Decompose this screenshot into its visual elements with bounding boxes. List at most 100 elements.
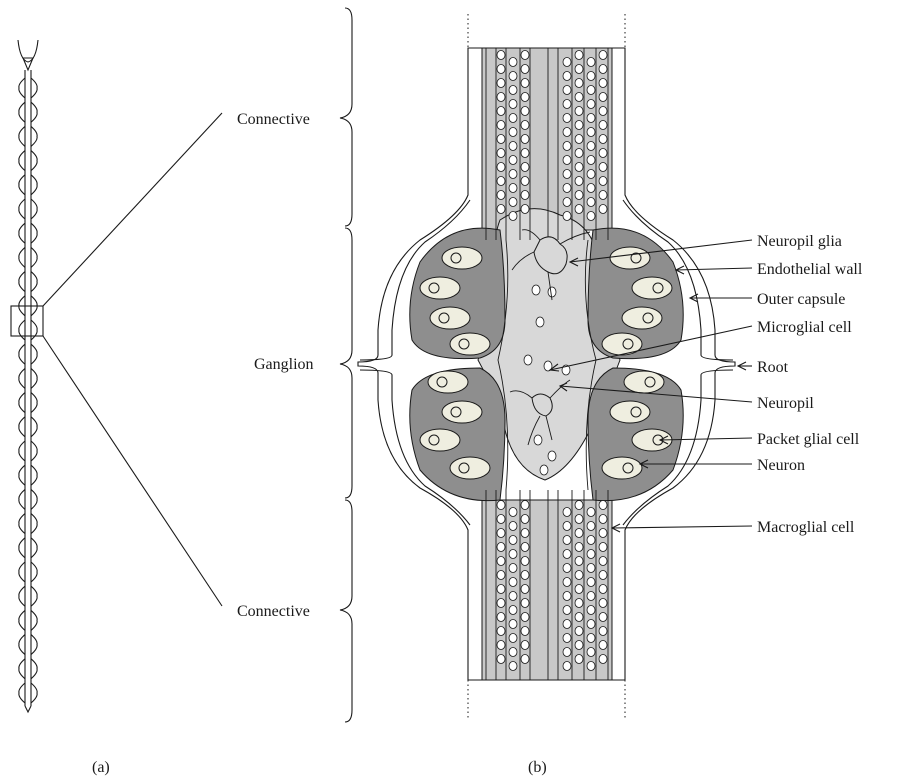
- label-neuron: Neuron: [757, 457, 805, 474]
- glial-nucleus: [509, 592, 517, 601]
- glial-nucleus: [599, 205, 607, 214]
- glial-nucleus: [509, 550, 517, 559]
- neuron-nucleus: [643, 313, 653, 323]
- glial-nucleus: [497, 571, 505, 580]
- neuron-cell-body: [602, 457, 642, 479]
- cord-ganglion-segment: [19, 126, 37, 146]
- cord-ganglion-segment: [19, 635, 37, 655]
- neuropil-nucleus: [534, 435, 542, 445]
- glial-nucleus: [521, 191, 529, 200]
- neuron-nucleus: [645, 377, 655, 387]
- cord-ganglion-segment: [19, 514, 37, 534]
- neuron-cell-body: [428, 371, 468, 393]
- glial-nucleus: [563, 634, 571, 643]
- glial-nucleus: [575, 135, 583, 144]
- glial-nucleus: [563, 550, 571, 559]
- glial-nucleus: [575, 655, 583, 664]
- label-ganglion: Ganglion: [254, 356, 314, 373]
- glial-nucleus: [509, 100, 517, 109]
- neuron-cell-body: [442, 401, 482, 423]
- glial-nucleus: [521, 51, 529, 60]
- neuropil-nucleus: [548, 451, 556, 461]
- glial-nucleus: [587, 212, 595, 221]
- glial-nucleus: [599, 529, 607, 538]
- glial-nucleus: [575, 557, 583, 566]
- glial-nucleus: [509, 212, 517, 221]
- glial-nucleus: [509, 662, 517, 671]
- cord-ganglion-segment: [19, 344, 37, 364]
- label-connective-bottom: Connective: [237, 603, 310, 620]
- glial-nucleus: [521, 557, 529, 566]
- glial-nucleus: [587, 508, 595, 517]
- glial-nucleus: [509, 156, 517, 165]
- glial-nucleus: [587, 578, 595, 587]
- glial-nucleus: [575, 177, 583, 186]
- zoom-line-top: [43, 113, 222, 306]
- glial-nucleus: [599, 655, 607, 664]
- label-packet-glial-cell: Packet glial cell: [757, 431, 860, 448]
- neuron-cell-body: [610, 247, 650, 269]
- neuron-cell-body: [450, 333, 490, 355]
- neuron-nucleus: [429, 283, 439, 293]
- neuropil-nucleus: [536, 317, 544, 327]
- glial-nucleus: [521, 501, 529, 510]
- glial-nucleus: [575, 121, 583, 130]
- glial-nucleus: [587, 72, 595, 81]
- glial-nucleus: [509, 606, 517, 615]
- panel-label-b: (b): [528, 759, 547, 776]
- glial-nucleus: [599, 571, 607, 580]
- cord-ganglion-segment: [19, 489, 37, 509]
- glial-nucleus: [599, 149, 607, 158]
- glial-nucleus: [509, 128, 517, 137]
- glial-nucleus: [563, 58, 571, 67]
- glial-nucleus: [521, 163, 529, 172]
- cord-ganglion-segment: [19, 586, 37, 606]
- glial-nucleus: [563, 156, 571, 165]
- glial-nucleus: [599, 51, 607, 60]
- glial-nucleus: [497, 135, 505, 144]
- cord-ganglion-segment: [19, 175, 37, 195]
- glial-nucleus: [509, 170, 517, 179]
- glial-nucleus: [599, 177, 607, 186]
- glial-nucleus: [575, 585, 583, 594]
- glial-nucleus: [497, 79, 505, 88]
- label-root: Root: [757, 359, 789, 376]
- neuron-nucleus: [429, 435, 439, 445]
- glial-nucleus: [497, 529, 505, 538]
- glial-nucleus: [521, 107, 529, 116]
- neuron-cell-body: [624, 371, 664, 393]
- label-outer-capsule: Outer capsule: [757, 291, 845, 308]
- cord-ganglion-segment: [19, 610, 37, 630]
- glial-nucleus: [575, 163, 583, 172]
- neuron-nucleus: [439, 313, 449, 323]
- glial-nucleus: [509, 114, 517, 123]
- glial-nucleus: [497, 627, 505, 636]
- neuropil-nucleus: [532, 285, 540, 295]
- glial-nucleus: [497, 613, 505, 622]
- glial-nucleus: [497, 585, 505, 594]
- glial-nucleus: [599, 79, 607, 88]
- glial-nucleus: [563, 620, 571, 629]
- glial-nucleus: [497, 543, 505, 552]
- glial-nucleus: [587, 606, 595, 615]
- glial-nucleus: [509, 198, 517, 207]
- glial-nucleus: [563, 184, 571, 193]
- glial-nucleus: [497, 177, 505, 186]
- glial-nucleus: [587, 620, 595, 629]
- label-endothelial-wall: Endothelial wall: [757, 261, 863, 278]
- glial-nucleus: [587, 128, 595, 137]
- glial-nucleus: [563, 606, 571, 615]
- glial-nucleus: [509, 522, 517, 531]
- glial-nucleus: [599, 641, 607, 650]
- glial-nucleus: [575, 51, 583, 60]
- neuron-cell-body: [420, 277, 460, 299]
- cord-ganglion-segment: [19, 417, 37, 437]
- panel-label-a: (a): [92, 759, 110, 776]
- glial-nucleus: [521, 529, 529, 538]
- glial-nucleus: [563, 508, 571, 517]
- glial-nucleus: [587, 662, 595, 671]
- neuron-cell-body: [610, 401, 650, 423]
- glial-nucleus: [575, 641, 583, 650]
- glial-nucleus: [563, 212, 571, 221]
- glial-nucleus: [521, 655, 529, 664]
